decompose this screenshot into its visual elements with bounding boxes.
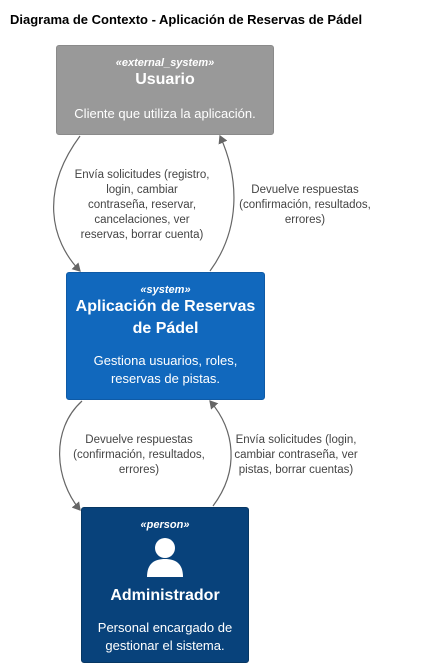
app-name-line2: de Pádel xyxy=(132,320,199,337)
usuario-name: Usuario xyxy=(135,71,195,88)
admin-stereotype: «person» xyxy=(140,519,190,531)
edge-label-line: Envía solicitudes (registro, xyxy=(74,169,210,181)
edge-label-usuario-to-app: Envía solicitudes (registro, login, camb… xyxy=(60,168,224,243)
node-app[interactable]: «system» Aplicación de Reservas de Pádel… xyxy=(66,272,265,400)
edge-app-to-usuario xyxy=(209,134,235,272)
edge-label-line: (confirmación, resultados, xyxy=(73,449,205,461)
edge-admin-to-app xyxy=(209,400,232,507)
edge-label-app-to-admin: Devuelve respuestas (confirmación, resul… xyxy=(60,433,218,478)
usuario-description: Cliente que utiliza la aplicación. xyxy=(74,106,256,121)
edge-label-line: cambiar contraseña, ver xyxy=(234,449,358,461)
edge-label-app-to-usuario: Devuelve respuestas (confirmación, resul… xyxy=(226,183,384,228)
node-usuario[interactable]: «external_system» Usuario Cliente que ut… xyxy=(56,45,274,135)
edge-label-line: cancelaciones, ver xyxy=(94,214,190,226)
edge-label-line: Envía solicitudes (login, xyxy=(235,434,357,446)
diagram-title: Diagrama de Contexto - Aplicación de Res… xyxy=(10,12,363,27)
edge-label-line: login, cambiar xyxy=(106,184,178,196)
app-desc-line1: Gestiona usuarios, roles, xyxy=(93,353,238,368)
node-admin[interactable]: «person» Administrador Personal encargad… xyxy=(81,507,249,663)
edge-label-line: (confirmación, resultados, xyxy=(239,199,371,211)
edge-label-line: errores) xyxy=(118,464,160,476)
edge-label-admin-to-app: Envía solicitudes (login, cambiar contra… xyxy=(222,433,370,478)
admin-desc-line1: Personal encargado de xyxy=(97,620,233,635)
admin-name: Administrador xyxy=(110,587,220,604)
edge-app-to-admin xyxy=(59,400,83,511)
app-desc-line2: reservas de pistas. xyxy=(110,371,221,386)
edge-label-line: Devuelve respuestas xyxy=(85,434,193,446)
edge-label-line: pistas, borrar cuentas) xyxy=(238,464,354,476)
usuario-stereotype: «external_system» xyxy=(115,57,215,69)
edge-label-line: contraseña, reservar, xyxy=(87,199,197,211)
app-name-line1: Aplicación de Reservas xyxy=(75,298,256,315)
edge-label-line: reservas, borrar cuenta) xyxy=(80,229,204,241)
edge-label-line: errores) xyxy=(284,214,326,226)
app-stereotype: «system» xyxy=(140,284,191,296)
admin-desc-line2: gestionar el sistema. xyxy=(105,638,225,653)
edge-usuario-to-app xyxy=(53,135,81,272)
edge-label-line: Devuelve respuestas xyxy=(251,184,359,196)
person-icon xyxy=(145,537,185,577)
